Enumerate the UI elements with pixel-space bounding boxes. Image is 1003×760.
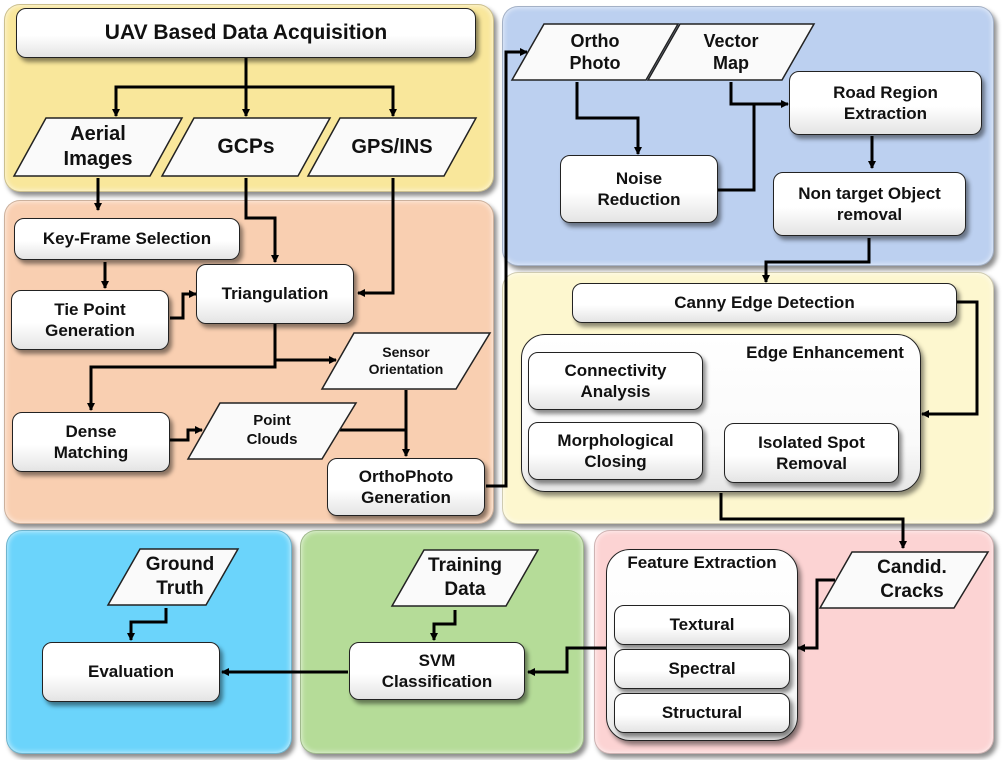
node-dense-matching: Dense Matching — [12, 412, 170, 472]
node-point-clouds: Point Clouds — [186, 401, 358, 461]
label: Ground Truth — [145, 554, 215, 599]
label: Training Data — [428, 555, 502, 600]
label: Candid. Cracks — [877, 557, 947, 602]
node-morphological-closing: Morphological Closing — [528, 422, 703, 480]
label: Point Clouds — [246, 412, 298, 448]
node-non-target-object-removal: Non target Object removal — [773, 172, 966, 236]
label: Vector Map — [703, 30, 759, 74]
node-gcps: GCPs — [160, 116, 332, 178]
parallelogram-shape — [390, 549, 540, 607]
parallelogram-shape — [12, 117, 184, 177]
parallelogram-shape — [160, 117, 332, 177]
label: Ortho Photo — [569, 30, 621, 74]
node-structural: Structural — [614, 693, 790, 733]
node-isolated-spot-removal: Isolated Spot Removal — [724, 423, 899, 483]
node-key-frame-selection: Key-Frame Selection — [14, 218, 240, 260]
node-uav-data-acquisition: UAV Based Data Acquisition — [16, 8, 476, 58]
node-evaluation: Evaluation — [42, 642, 220, 702]
node-aerial-images: Aerial Images — [12, 116, 184, 178]
node-textural: Textural — [614, 605, 790, 645]
node-gps-ins: GPS/INS — [306, 116, 478, 178]
parallelogram-shape — [646, 23, 816, 81]
parallelogram-shape — [186, 402, 358, 460]
node-triangulation: Triangulation — [196, 264, 354, 324]
parallelogram-shape — [510, 23, 680, 81]
node-vector-map: Vector Map — [646, 22, 816, 82]
parallelogram-shape — [320, 332, 492, 390]
node-road-region-extraction: Road Region Extraction — [789, 71, 982, 135]
parallelogram-shape — [306, 117, 478, 177]
node-connectivity-analysis: Connectivity Analysis — [528, 352, 703, 410]
node-spectral: Spectral — [614, 649, 790, 689]
label: GCPs — [217, 134, 275, 158]
node-tie-point-generation: Tie Point Generation — [11, 290, 169, 350]
node-noise-reduction: Noise Reduction — [560, 155, 718, 223]
node-orthophoto-generation: OrthoPhoto Generation — [327, 458, 485, 516]
node-canny-edge-detection: Canny Edge Detection — [572, 283, 957, 323]
label: Aerial Images — [63, 123, 133, 170]
node-svm-classification: SVM Classification — [349, 642, 525, 700]
label: GPS/INS — [351, 135, 433, 158]
parallelogram-shape — [818, 551, 990, 609]
node-training-data: Training Data — [390, 548, 540, 608]
group-feature-extraction-label: Feature Extraction — [627, 553, 777, 572]
node-candid-cracks: Candid. Cracks — [818, 550, 990, 610]
node-ground-truth: Ground Truth — [106, 547, 240, 607]
group-edge-enhancement-label: Edge Enhancement — [746, 343, 904, 362]
node-sensor-orientation: Sensor Orientation — [320, 331, 492, 391]
parallelogram-shape — [106, 548, 240, 606]
label: Sensor Orientation — [368, 343, 444, 378]
node-ortho-photo: Ortho Photo — [510, 22, 680, 82]
